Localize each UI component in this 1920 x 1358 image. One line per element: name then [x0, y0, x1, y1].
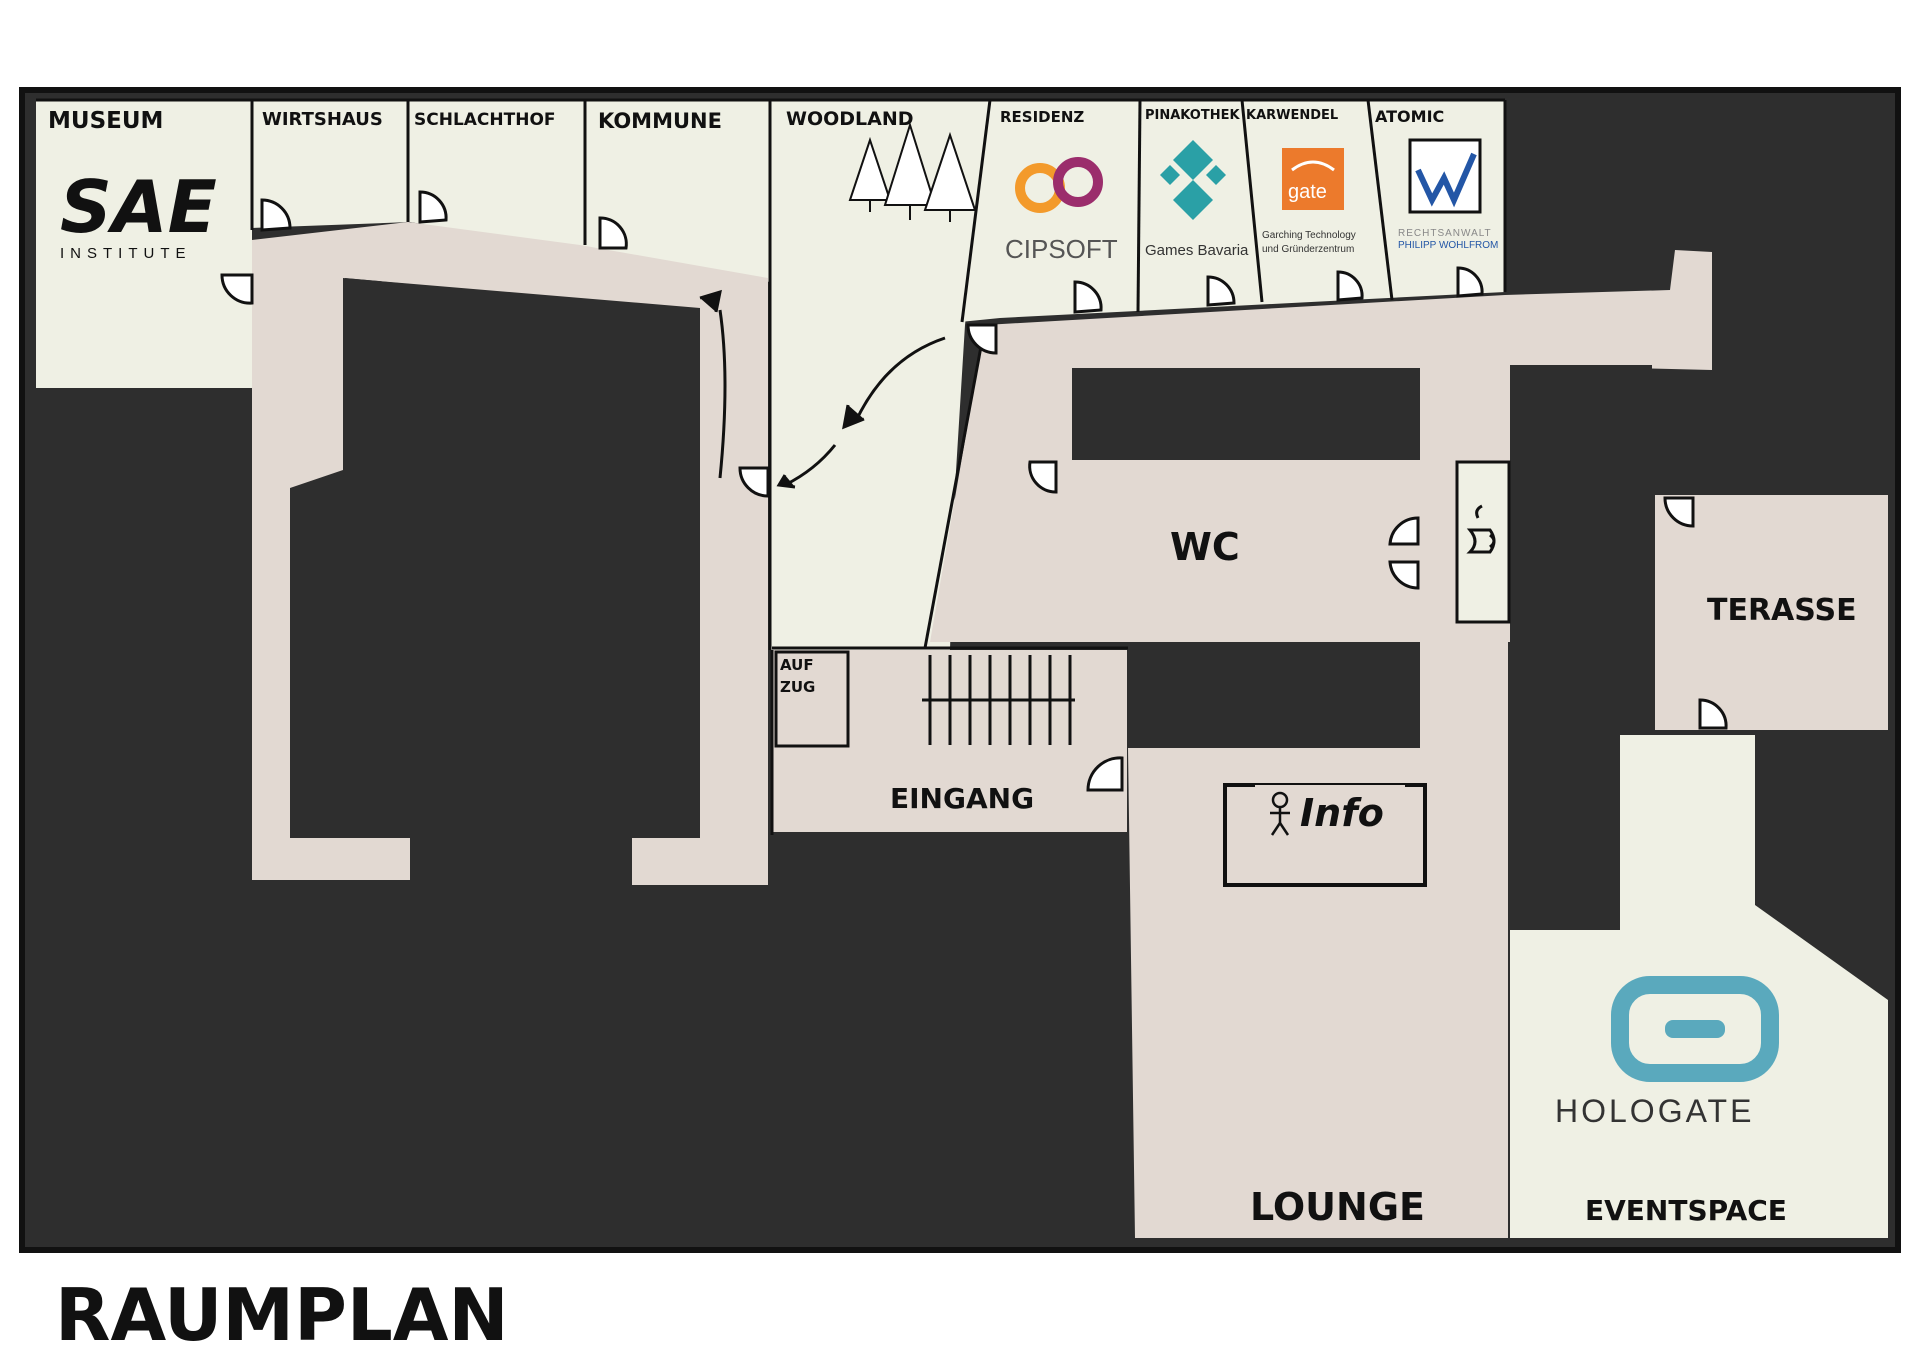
door-icon[interactable]: [1456, 266, 1484, 298]
sae-logo: SAE INSTITUTE: [60, 165, 217, 262]
door-icon[interactable]: [966, 323, 998, 355]
aufzug-label-1: AUF: [780, 656, 814, 674]
games-bavaria-logo: Games Bavaria: [1145, 140, 1249, 259]
door-icon[interactable]: [1073, 280, 1103, 314]
room-woodland[interactable]: [770, 100, 990, 650]
room-terasse[interactable]: [1655, 495, 1888, 730]
inner-block-left: [292, 278, 690, 838]
tree-icon: [848, 121, 977, 222]
door-icon[interactable]: [598, 216, 628, 250]
hologate-logo: HOLOGATE: [1555, 976, 1779, 1129]
inner-block-wc-top: [1072, 368, 1420, 460]
cipsoft-logo: CIPSOFT: [1005, 157, 1118, 264]
door-icon[interactable]: [1388, 560, 1420, 590]
gate-logo-main: gate: [1288, 181, 1327, 203]
aufzug-label-2: ZUG: [780, 678, 815, 696]
gate-logo-sub2: und Gründerzentrum: [1262, 244, 1354, 255]
hologate-logo-center: [1665, 1020, 1725, 1038]
hologate-logo-text: HOLOGATE: [1555, 1093, 1754, 1129]
room-museum[interactable]: [36, 100, 252, 388]
label-karwendel: KARWENDEL: [1246, 108, 1338, 123]
gate-logo-box: [1282, 148, 1344, 210]
atomic-logo-sub1: RECHTSANWALT: [1398, 228, 1492, 239]
door-icon[interactable]: [418, 190, 448, 224]
arrow-icon: [699, 289, 946, 489]
aufzug-box[interactable]: [774, 650, 850, 748]
label-museum: MUSEUM: [48, 108, 163, 134]
door-icon[interactable]: [1388, 516, 1420, 546]
room-dividers: [36, 98, 1507, 835]
label-terasse: TERASSE: [1707, 593, 1857, 628]
label-kommune: KOMMUNE: [598, 109, 722, 133]
gate-logo: gate Garching Technology und Gründerzent…: [1262, 148, 1356, 255]
label-eingang: EINGANG: [890, 782, 1034, 815]
door-icon[interactable]: [1086, 756, 1124, 792]
door-icon[interactable]: [1206, 275, 1236, 307]
label-atomic: ATOMIC: [1375, 107, 1444, 126]
coffee-bar[interactable]: [1455, 460, 1511, 624]
label-wc: WC: [1170, 525, 1240, 569]
door-icon[interactable]: [220, 273, 254, 305]
page-title: RAUMPLAN: [55, 1273, 509, 1357]
corridor-eingang: [772, 752, 1124, 832]
stairs-icon: [922, 655, 1075, 745]
cipsoft-logo-text: CIPSOFT: [1005, 234, 1118, 264]
corridor-upper-right: [930, 250, 1712, 642]
label-wirtshaus: WIRTSHAUS: [262, 109, 383, 130]
door-icon[interactable]: [1663, 496, 1695, 528]
games-bavaria-text: Games Bavaria: [1145, 242, 1249, 259]
coffee-icon: [1466, 504, 1496, 554]
cipsoft-ring-right: [1053, 157, 1103, 207]
label-eventspace: EVENTSPACE: [1585, 1194, 1787, 1227]
label-schlachthof: SCHLACHTHOF: [414, 110, 556, 130]
door-icon[interactable]: [1028, 460, 1058, 494]
door-icon[interactable]: [260, 198, 292, 232]
top-rooms: [36, 100, 1505, 650]
inner-block-right: [1510, 365, 1655, 930]
door-icon[interactable]: [1336, 270, 1364, 302]
door-icon[interactable]: [1698, 698, 1728, 730]
inner-block-eingang-right: [1128, 648, 1420, 748]
corridor-left-loop: [252, 222, 768, 885]
label-woodland: WOODLAND: [786, 108, 914, 130]
atomic-logo-sub2: PHILIPP WOHLFROM: [1398, 240, 1498, 251]
door-icon[interactable]: [738, 466, 770, 498]
label-pinakothek: PINAKOTHEK: [1145, 108, 1240, 123]
label-lounge: LOUNGE: [1250, 1185, 1425, 1229]
person-icon: [1270, 791, 1290, 836]
sae-logo-sub: INSTITUTE: [60, 245, 192, 262]
atomic-logo: RECHTSANWALT PHILIPP WOHLFROM: [1398, 138, 1498, 251]
doors: [220, 190, 1728, 792]
gate-logo-sub1: Garching Technology: [1262, 230, 1356, 241]
sae-logo-main: SAE: [60, 165, 217, 249]
info-label: Info: [1300, 791, 1384, 835]
label-residenz: RESIDENZ: [1000, 108, 1084, 126]
hologate-logo-ring: [1611, 976, 1779, 1082]
